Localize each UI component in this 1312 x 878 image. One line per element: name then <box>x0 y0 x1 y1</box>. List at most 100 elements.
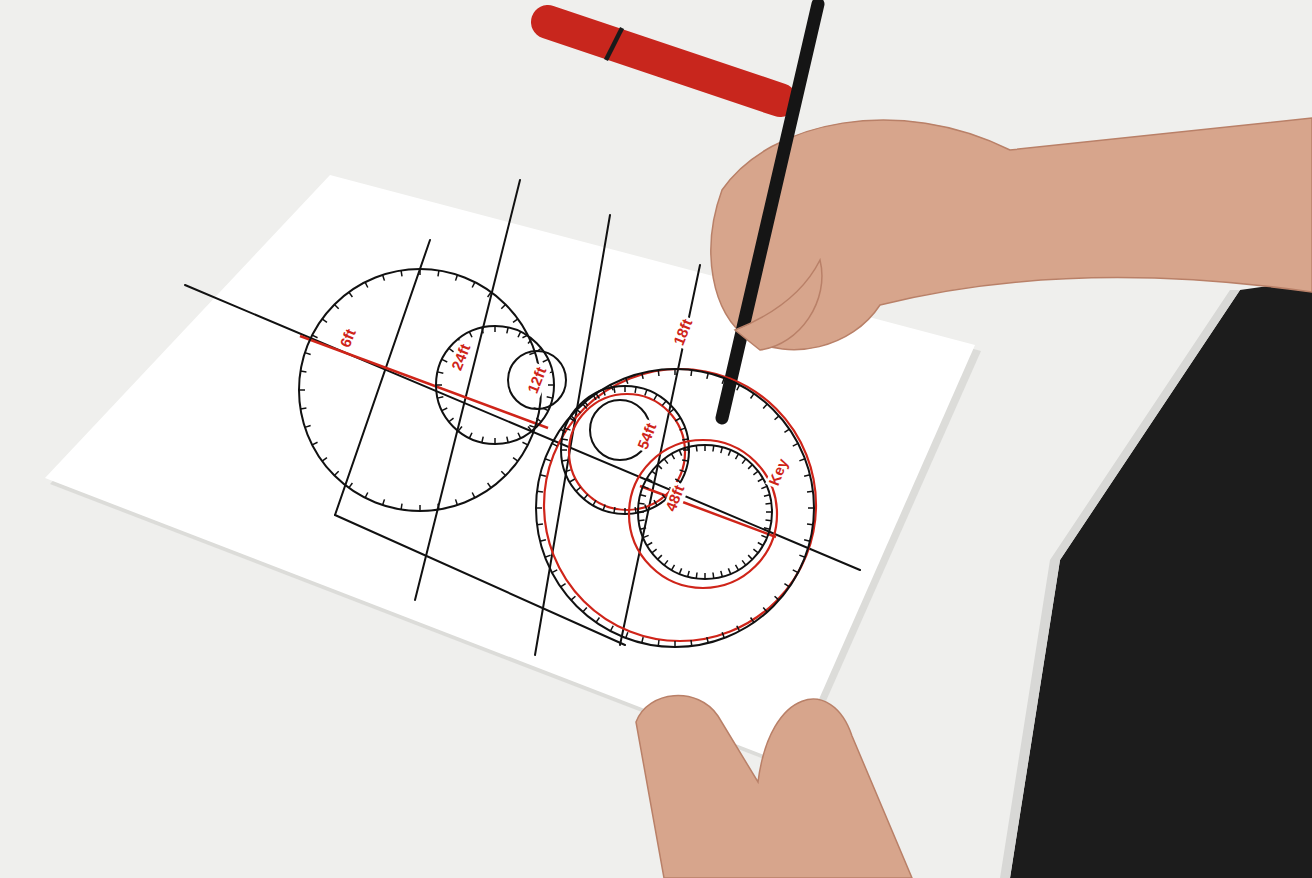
tick-mark <box>322 458 327 462</box>
tick-mark <box>721 571 723 577</box>
tick-mark <box>748 465 752 469</box>
tick-mark <box>662 401 666 406</box>
scale-circle: 18ftKey54ft48ft <box>535 368 815 648</box>
tick-mark <box>507 327 508 333</box>
tick-mark <box>807 490 813 492</box>
tick-mark <box>305 426 311 428</box>
tick-mark <box>766 511 772 513</box>
tick-mark <box>635 387 636 393</box>
tick-mark <box>593 395 596 400</box>
tick-mark <box>799 459 805 461</box>
tick-mark <box>349 292 353 297</box>
tick-mark <box>679 450 681 456</box>
tick-mark <box>419 269 421 275</box>
tick-mark <box>312 335 317 338</box>
circle-outline <box>298 268 542 512</box>
tick-mark <box>449 348 454 352</box>
tick-mark <box>469 332 472 337</box>
tick-mark <box>645 390 647 396</box>
scale-circle: 6ft24ft12ft <box>298 268 542 512</box>
tick-mark <box>562 439 568 440</box>
tick-mark <box>437 270 439 276</box>
tick-mark <box>334 304 338 308</box>
tick-mark <box>775 596 779 600</box>
tick-mark <box>494 326 496 332</box>
red-marker <box>548 22 780 100</box>
tick-mark <box>536 418 541 422</box>
thumb <box>735 260 822 350</box>
tick-mark <box>494 438 496 444</box>
tick-mark <box>596 617 599 622</box>
tick-mark <box>643 486 649 488</box>
tick-mark <box>763 608 767 612</box>
desk-edge <box>1000 290 1240 878</box>
tick-mark <box>365 282 368 287</box>
tick-mark <box>349 483 353 488</box>
scale-circle: 12ft <box>507 350 567 410</box>
tick-mark <box>736 565 739 570</box>
tick-mark <box>614 387 615 393</box>
tick-mark <box>626 632 628 638</box>
tick-mark <box>712 446 714 452</box>
tick-mark <box>507 437 508 443</box>
tick-mark <box>793 443 798 446</box>
tick-mark <box>736 454 739 459</box>
black-pen <box>722 4 818 418</box>
tick-mark <box>682 460 688 461</box>
tick-mark <box>482 437 483 443</box>
tick-mark <box>365 492 368 497</box>
scale-circle: 24ft12ft <box>435 325 555 445</box>
tick-mark <box>300 407 306 409</box>
tick-mark <box>751 617 754 622</box>
tick-mark <box>688 447 690 453</box>
tick-mark <box>518 332 521 337</box>
tick-mark <box>690 640 692 646</box>
tick-mark <box>657 640 659 646</box>
tick-mark <box>312 442 317 445</box>
tick-mark <box>513 319 518 323</box>
tick-mark <box>669 409 674 413</box>
tick-mark <box>570 418 575 421</box>
tick-mark <box>761 535 767 537</box>
tick-mark <box>624 386 626 392</box>
scale-circle: 48ft <box>637 444 773 580</box>
tick-mark <box>645 505 647 511</box>
black-circle <box>299 269 541 511</box>
black-circle <box>638 445 772 579</box>
tick-mark <box>704 445 706 451</box>
tick-mark <box>449 418 454 422</box>
tick-mark <box>658 465 662 469</box>
tick-mark <box>614 507 615 513</box>
tick-mark <box>784 584 789 587</box>
tick-mark <box>654 500 657 505</box>
tick-mark <box>576 409 581 413</box>
dimension-label: 54ft <box>634 419 661 454</box>
tick-mark <box>722 632 724 638</box>
tick-mark <box>482 327 483 333</box>
tick-mark <box>712 572 714 578</box>
drawing-hand <box>711 118 1312 350</box>
tick-mark <box>647 479 652 482</box>
tick-mark <box>565 428 571 430</box>
tick-mark <box>540 540 546 541</box>
tick-mark <box>522 442 527 445</box>
tick-mark <box>722 378 724 384</box>
grid-line <box>335 515 625 645</box>
tick-mark <box>442 359 447 362</box>
tick-mark <box>543 359 548 362</box>
tick-mark <box>758 543 763 546</box>
tick-mark <box>748 555 752 559</box>
tick-mark <box>642 373 643 379</box>
tick-mark <box>652 471 657 475</box>
tick-mark <box>624 508 626 514</box>
tick-mark <box>638 511 644 513</box>
tick-mark <box>652 549 657 553</box>
tick-mark <box>765 503 771 505</box>
tick-mark <box>437 397 443 398</box>
tick-mark <box>570 479 575 482</box>
tick-mark <box>334 471 338 475</box>
dimension-label: Key <box>765 454 792 489</box>
dimension-label: 18ft <box>670 315 697 350</box>
radius-line <box>300 336 548 428</box>
grid-line <box>335 240 430 515</box>
